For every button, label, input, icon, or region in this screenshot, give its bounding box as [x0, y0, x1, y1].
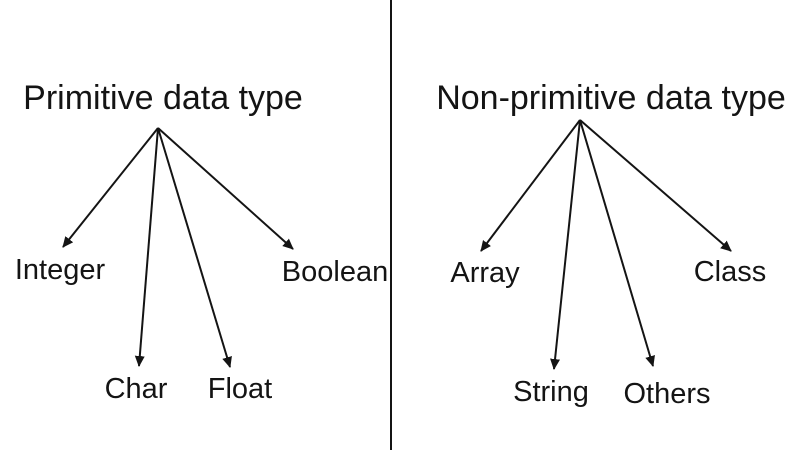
arrow-nonprimitive-to-others [579, 119, 655, 367]
arrow-primitive-to-char [134, 127, 159, 367]
node-float: Float [207, 373, 273, 405]
arrow-primitive-to-integer [62, 127, 159, 248]
arrow-nonprimitive-to-array [480, 119, 581, 252]
arrow-nonprimitive-to-class [579, 119, 732, 252]
non-primitive-arrows [480, 119, 732, 370]
arrow-nonprimitive-to-string [550, 119, 581, 370]
arrow-primitive-to-boolean [157, 127, 294, 250]
non-primitive-title: Non-primitive data type [436, 79, 786, 117]
arrow-primitive-to-float [157, 127, 232, 368]
node-class: Class [693, 256, 767, 288]
node-integer: Integer [14, 254, 106, 286]
node-boolean: Boolean [281, 256, 389, 288]
primitive-arrows [62, 127, 294, 368]
node-char: Char [104, 373, 168, 405]
panel-divider [390, 0, 392, 450]
primitive-title: Primitive data type [23, 79, 303, 117]
node-array: Array [450, 257, 520, 289]
node-others: Others [623, 378, 711, 410]
node-string: String [513, 376, 589, 408]
